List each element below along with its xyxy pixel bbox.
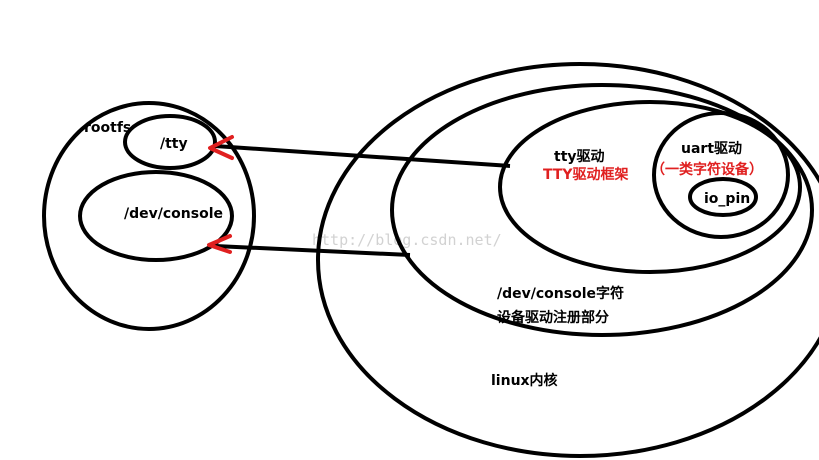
- tty-link-line: [214, 144, 511, 168]
- tty-driver-label: tty驱动: [554, 148, 605, 165]
- console-link-line: [214, 244, 411, 257]
- io-pin-label: io_pin: [704, 191, 750, 207]
- uart-driver-ellipse: [652, 111, 790, 239]
- linux-kernel-ellipse: [316, 62, 819, 458]
- console-char-driver-ellipse: [390, 83, 814, 337]
- tty-driver-ellipse: [498, 100, 802, 274]
- tty-framework-label: TTY驱动框架: [543, 166, 629, 183]
- dev-console-ellipse: [78, 170, 234, 262]
- rootfs-ellipse: [42, 101, 256, 331]
- uart-driver-label: uart驱动: [681, 140, 742, 157]
- console-char-line2-label: 设备驱动注册部分: [497, 309, 609, 326]
- console-arrowhead-icon: [207, 234, 232, 254]
- tty-node-ellipse: [123, 114, 217, 170]
- console-char-line1-label: /dev/console字符: [497, 285, 624, 302]
- char-device-note-label: （一类字符设备）: [651, 161, 763, 178]
- rootfs-label: rootfs: [84, 120, 131, 136]
- tty-node-label: /tty: [160, 136, 188, 152]
- io-pin-ellipse: [688, 177, 758, 217]
- dev-console-node-label: /dev/console: [124, 206, 223, 222]
- linux-kernel-label: linux内核: [491, 372, 558, 389]
- watermark-text: http://blog.csdn.net/: [312, 231, 502, 249]
- tty-arrowhead-icon: [208, 135, 234, 160]
